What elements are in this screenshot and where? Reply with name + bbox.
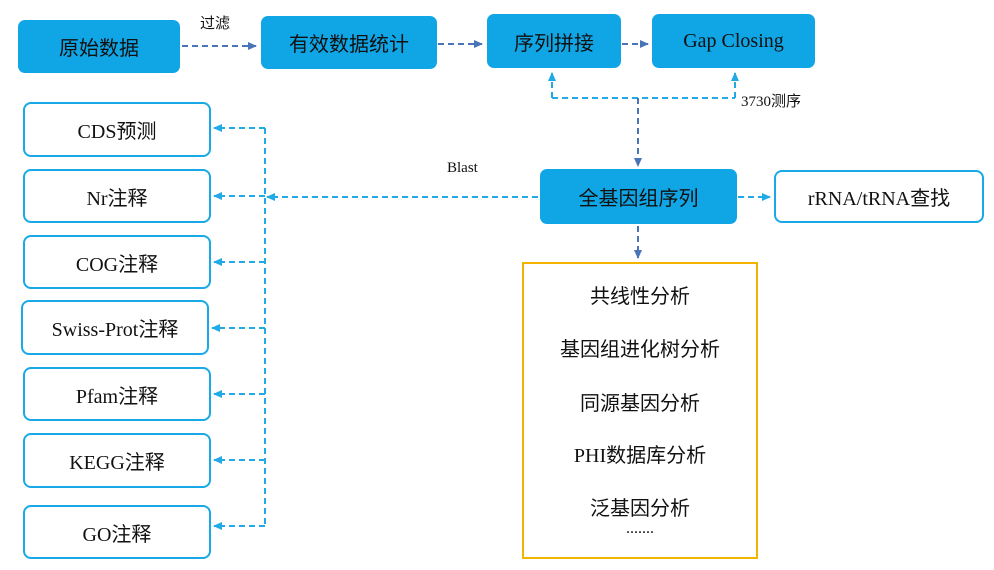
- analysis-phylogeny: 基因组进化树分析: [560, 339, 720, 361]
- annotation-go: GO注释: [23, 505, 211, 559]
- analysis-homolog: 同源基因分析: [580, 393, 700, 415]
- genome-box: 全基因组序列: [540, 169, 737, 224]
- assembly-box: 序列拼接: [487, 14, 621, 68]
- analysis-panel: 共线性分析 基因组进化树分析 同源基因分析 PHI数据库分析 泛基因分析 ...…: [522, 262, 758, 559]
- annotation-swissprot: Swiss-Prot注释: [21, 300, 209, 355]
- annotation-cog: COG注释: [23, 235, 211, 289]
- analysis-collinearity: 共线性分析: [590, 286, 690, 308]
- blast-label: Blast: [447, 160, 478, 176]
- annotation-pfam: Pfam注释: [23, 367, 211, 421]
- annotation-kegg: KEGG注释: [23, 433, 211, 488]
- rna-search-box: rRNA/tRNA查找: [774, 170, 984, 223]
- annotation-cds: CDS预测: [23, 102, 211, 157]
- stats-box: 有效数据统计: [261, 16, 437, 69]
- annotation-nr: Nr注释: [23, 169, 211, 223]
- filter-label: 过滤: [200, 16, 231, 32]
- gap-closing-box: Gap Closing: [652, 14, 815, 68]
- raw-data-box: 原始数据: [18, 20, 180, 73]
- analysis-pangenome: 泛基因分析: [590, 498, 690, 520]
- analysis-phi: PHI数据库分析: [573, 445, 707, 467]
- analysis-more: .......: [626, 520, 654, 537]
- sequencing-label: 3730测序: [741, 94, 802, 110]
